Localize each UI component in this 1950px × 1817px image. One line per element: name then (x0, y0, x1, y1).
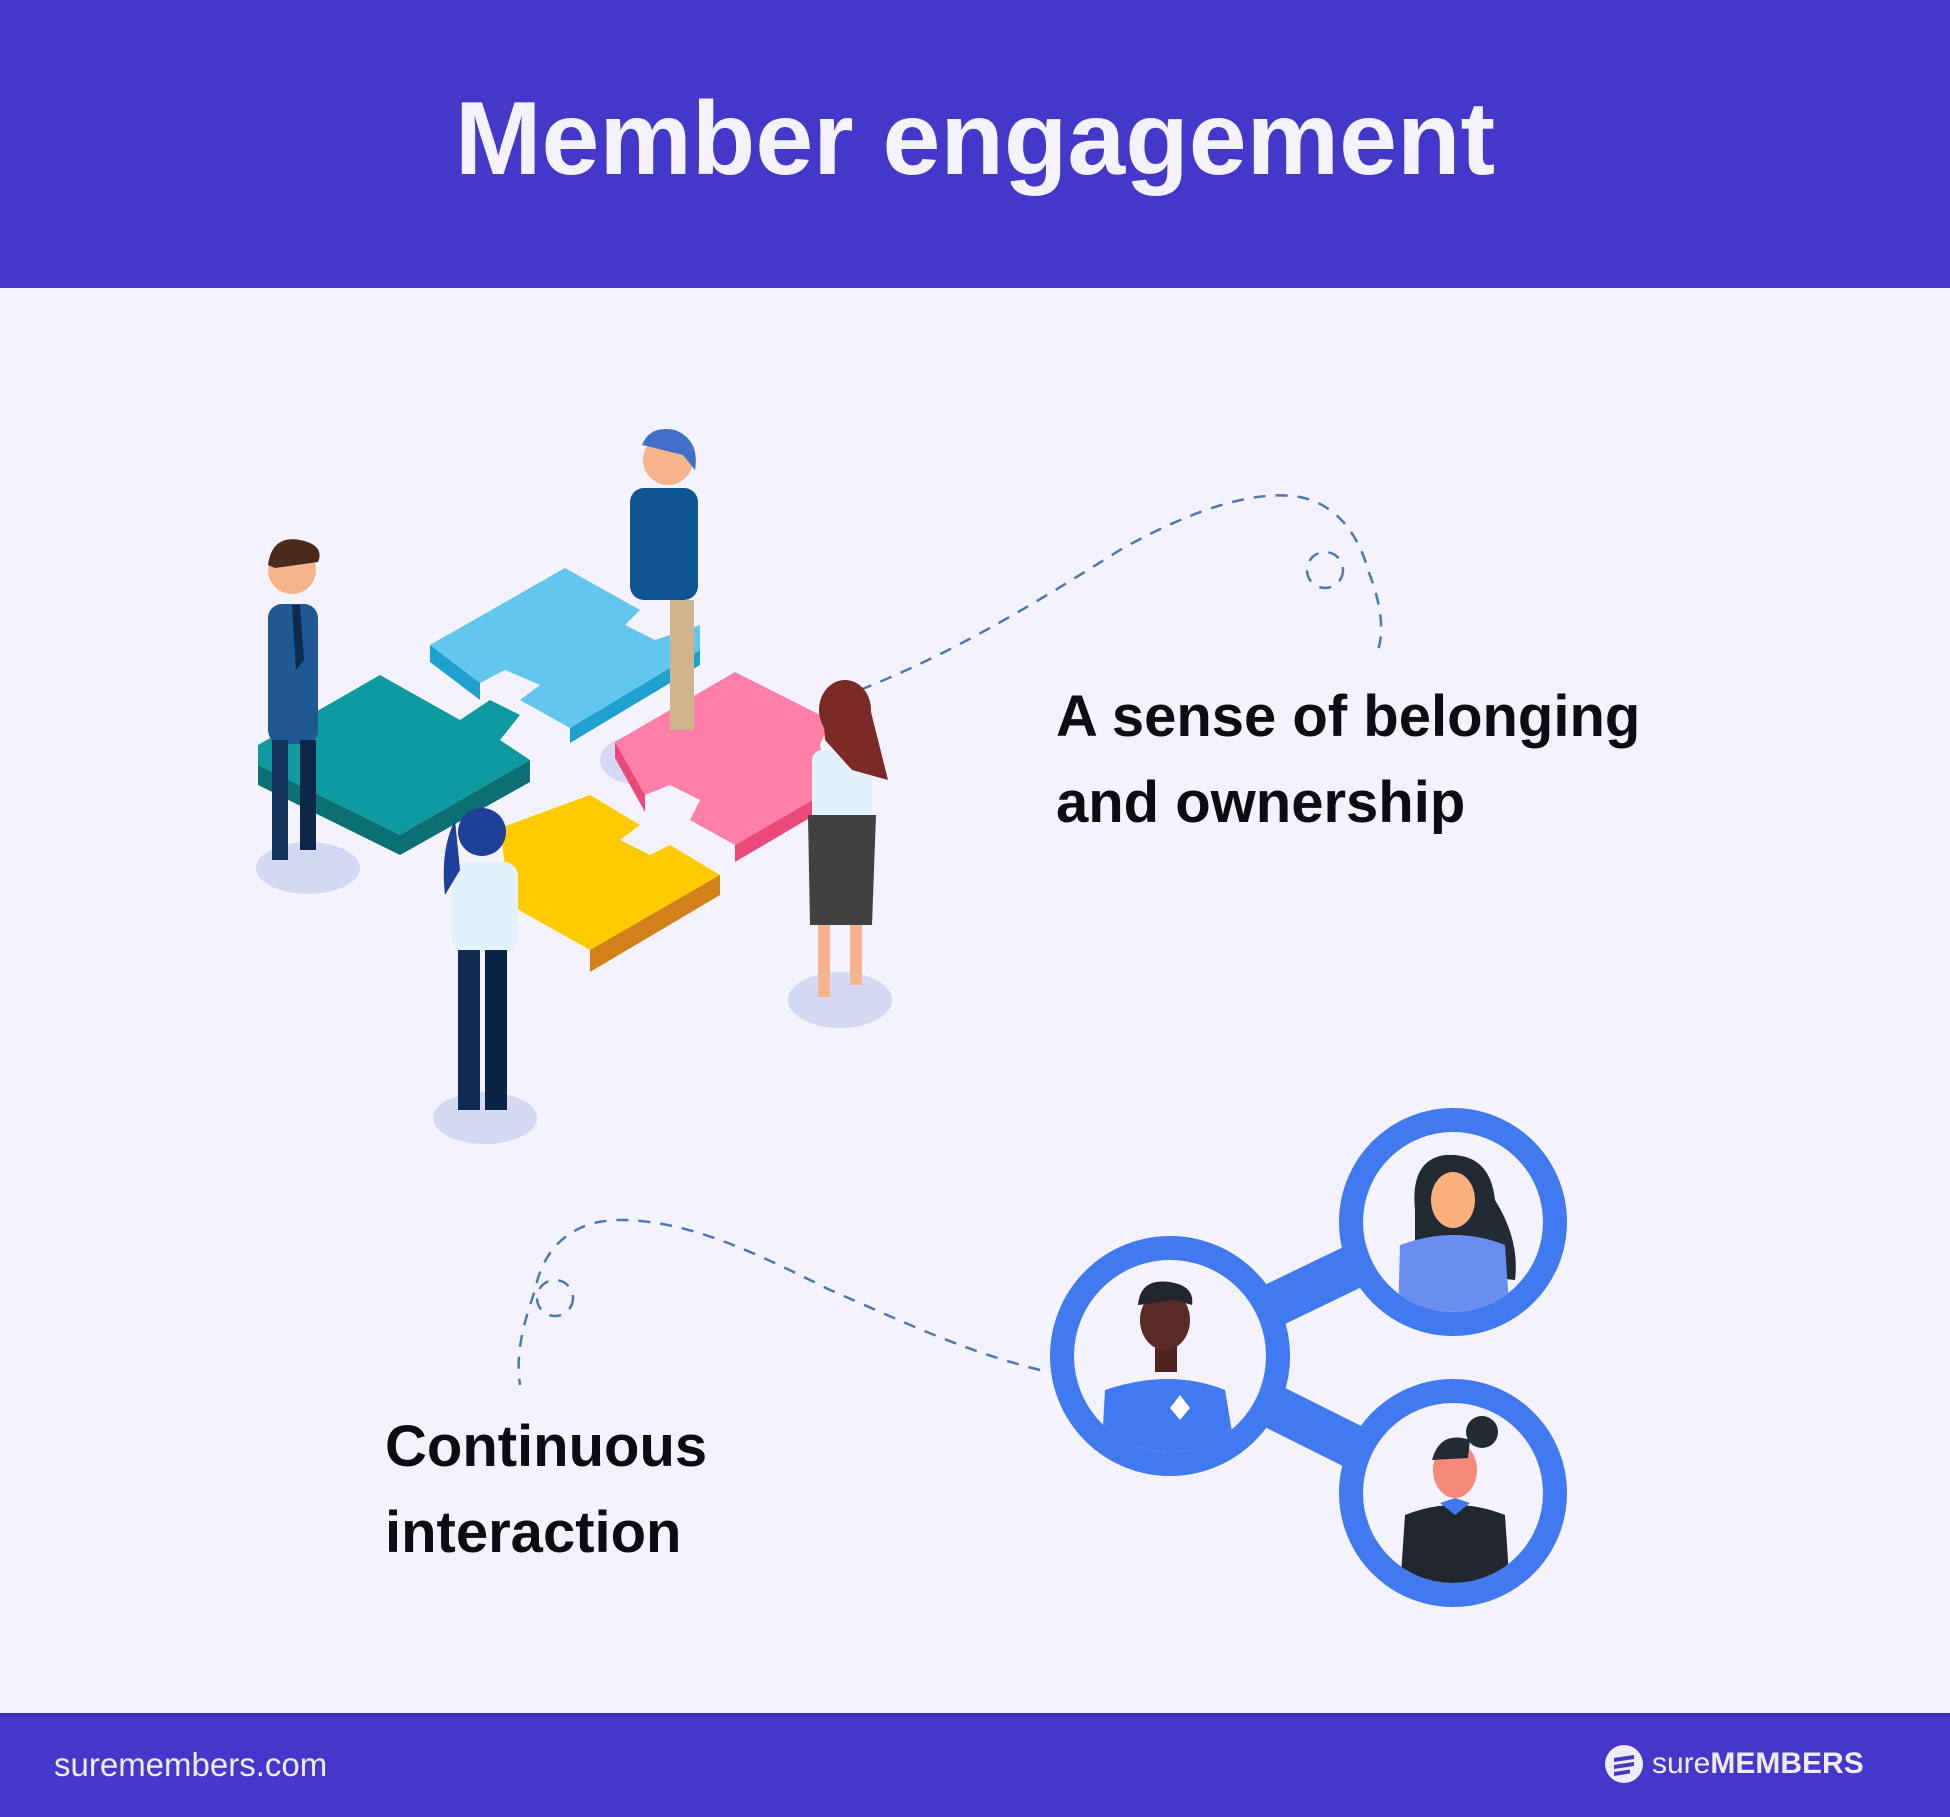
dashed-curve-bottom-icon (517, 1218, 1041, 1386)
people-network-illustration-icon (1050, 1108, 1567, 1607)
footer-url-link[interactable]: suremembers.com (54, 1746, 328, 1783)
brand-name: sureMEMBERS (1652, 1747, 1864, 1781)
caption-interaction-line2: interaction (385, 1500, 682, 1565)
brand-name-light: sure (1652, 1747, 1711, 1780)
dashed-curve-top-icon (859, 494, 1383, 692)
caption-belonging: A sense of belonging and ownership (1056, 674, 1640, 846)
brand-logo[interactable]: sureMEMBERS (1604, 1744, 1864, 1784)
suremembers-logo-icon (1605, 1745, 1643, 1783)
caption-interaction: Continuous interaction (385, 1404, 707, 1576)
team-puzzle-illustration-icon (256, 429, 892, 1144)
header-banner: Member engagement (0, 0, 1950, 288)
brand-name-bold: MEMBERS (1710, 1747, 1864, 1780)
footer-bar: suremembers.com sureMEMBERS (0, 1713, 1950, 1817)
content-area (0, 288, 1950, 1713)
page-title: Member engagement (454, 80, 1496, 197)
caption-interaction-line1: Continuous (385, 1414, 708, 1479)
caption-belonging-line1: A sense of belonging (1056, 684, 1641, 749)
caption-belonging-line2: and ownership (1056, 770, 1466, 835)
